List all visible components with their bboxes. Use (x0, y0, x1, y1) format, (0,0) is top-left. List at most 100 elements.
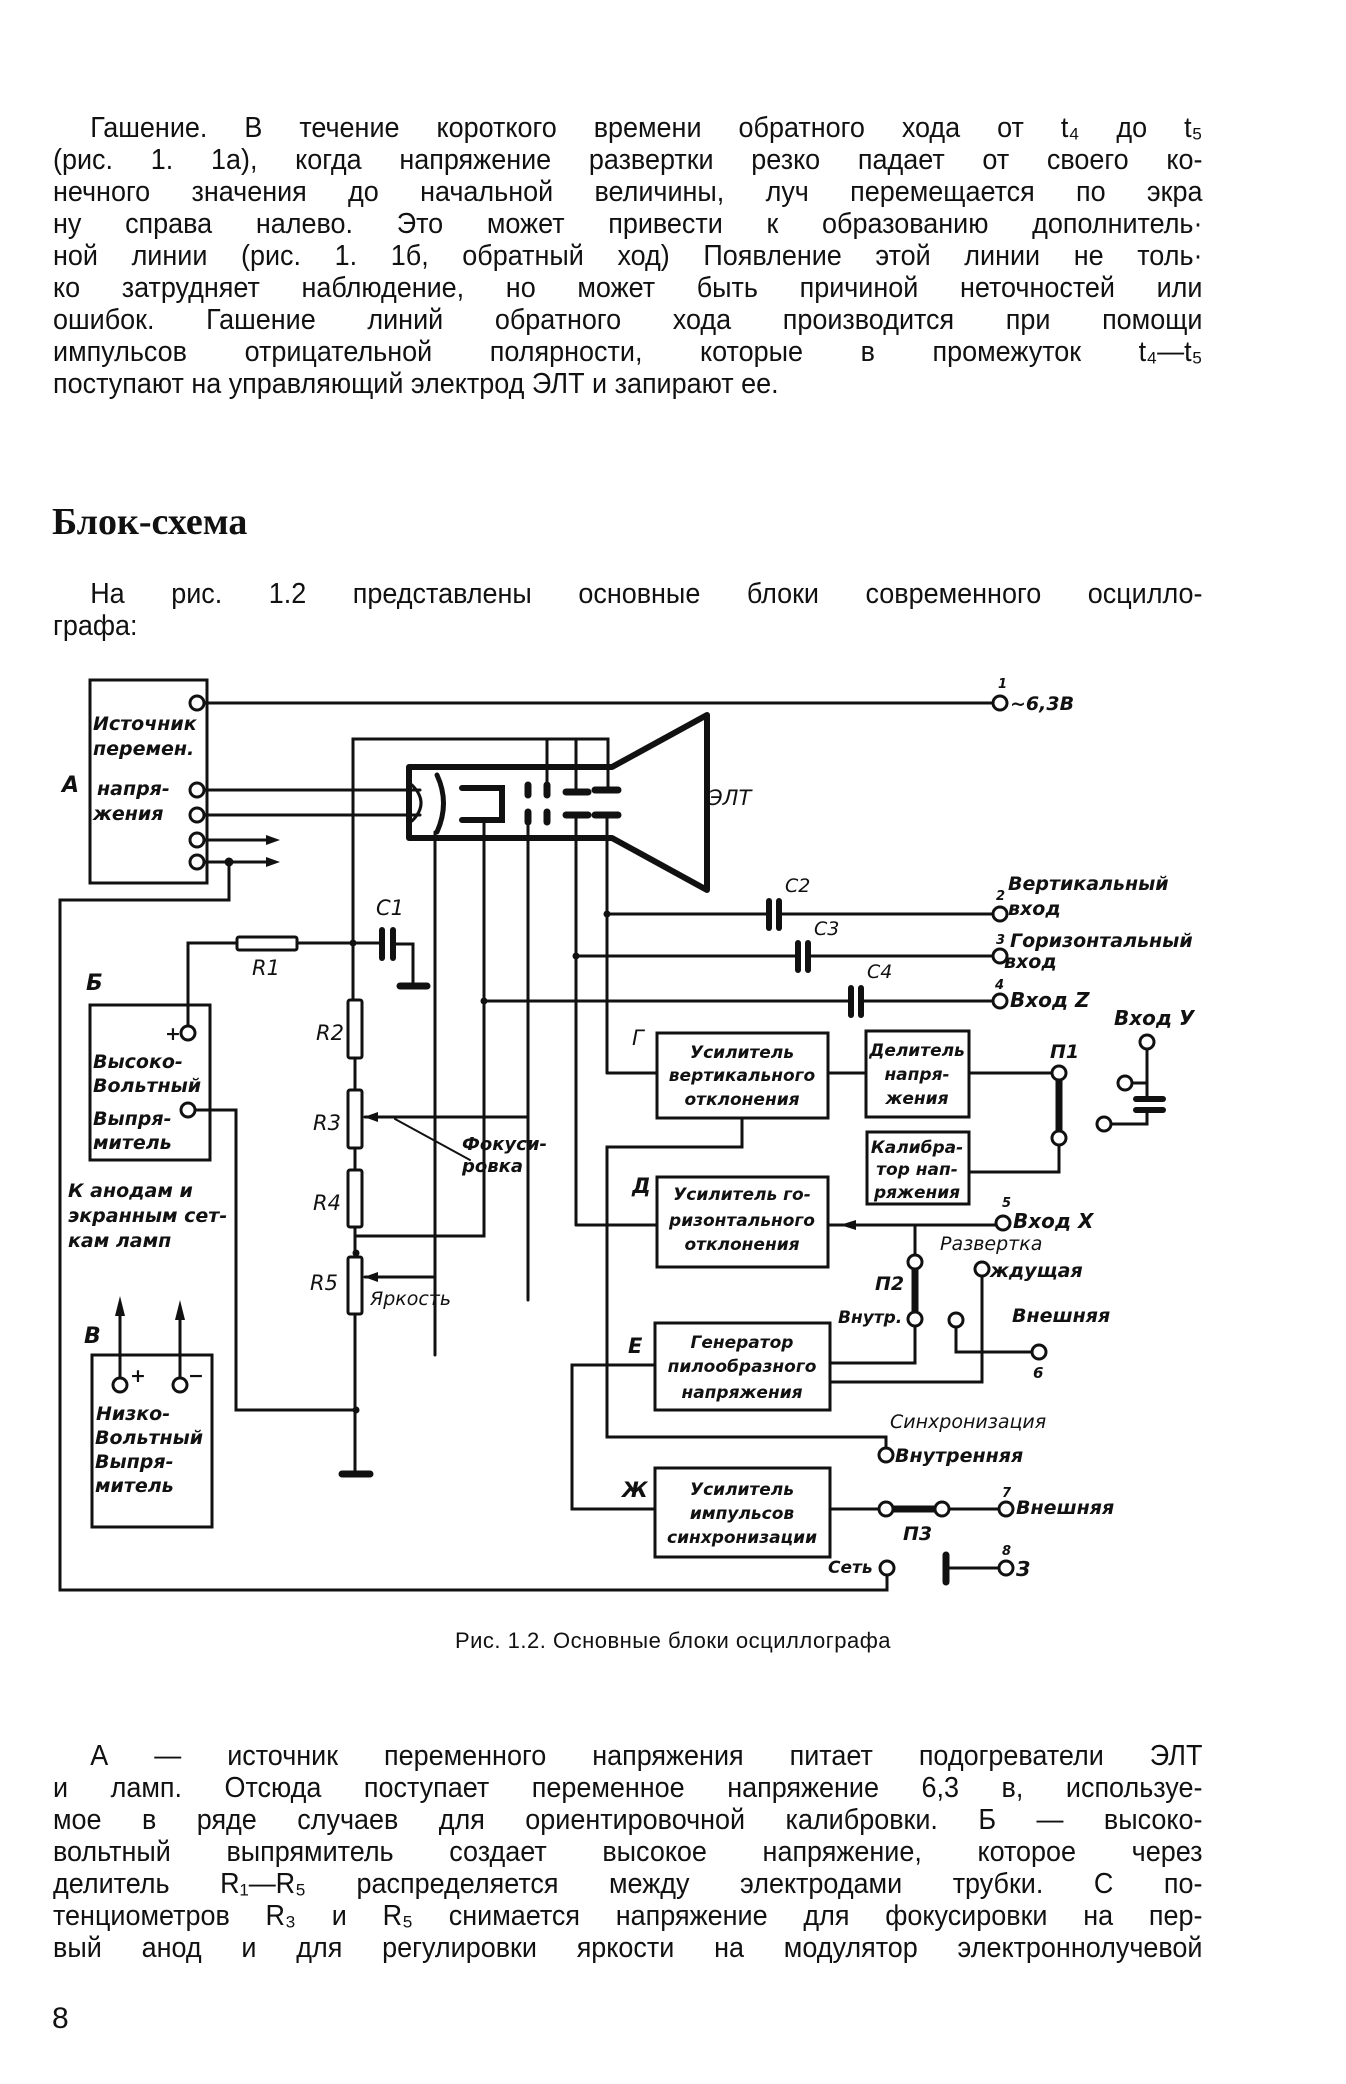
vert-input-label: вход (1008, 898, 1061, 920)
heater-voltage-label: ~6,3В (1010, 693, 1074, 715)
block-g-label: вертикального (669, 1066, 816, 1086)
calibrator-label: ряжения (873, 1183, 960, 1203)
bottom-paragraph: А — источник переменного напряжения пита… (53, 1740, 1202, 1964)
c2-label: C2 (785, 875, 810, 897)
sweep-label: Развертка (940, 1233, 1042, 1255)
wire (605, 1116, 888, 1450)
terminal-number: 5 (1002, 1196, 1011, 1211)
paragraph-line: ной линии (рис. 1. 1б, обратный ход) Поя… (53, 240, 1203, 272)
paragraph-line: нечного значения до начальной величины, … (53, 176, 1203, 208)
external2-label: Внешняя (1016, 1497, 1114, 1519)
terminal-number: 8 (1002, 1544, 1011, 1559)
paragraph-line: На рис. 1.2 представлены основные блоки … (90, 578, 1203, 610)
switch-p3-terminal[interactable] (877, 1500, 895, 1518)
block-zh (653, 1466, 832, 1559)
figure-caption: Рис. 1.2. Основные блоки осциллографа (454, 1628, 892, 1653)
block-b-label: митель (93, 1132, 172, 1154)
terminal-input-y-ac[interactable] (1095, 1115, 1113, 1133)
terminal-waiting[interactable] (973, 1260, 991, 1278)
terminal-mains[interactable] (878, 1559, 896, 1577)
block-d-label: Усилитель го- (673, 1185, 811, 1205)
block-a (88, 678, 209, 885)
r4-label: R4 (313, 1191, 341, 1215)
wire-r4-anode (353, 999, 486, 1238)
divider-label: напря- (884, 1065, 949, 1085)
resistor-r5 (346, 1255, 364, 1316)
horiz-input-label: вход (1004, 951, 1057, 973)
switch-p1-terminal[interactable] (1050, 1129, 1068, 1147)
paragraph-line: ну справа налево. Это может привести к о… (53, 208, 1203, 240)
terminal-5[interactable] (994, 1214, 1012, 1232)
terminal-8[interactable] (997, 1559, 1015, 1577)
block-d-label: ризонтального (668, 1211, 815, 1231)
block-zh-label: импульсов (690, 1504, 795, 1524)
block-v-letter: В (84, 1324, 101, 1349)
terminal-sync-ext[interactable] (947, 1311, 965, 1329)
r5-label: R5 (310, 1271, 338, 1295)
paragraph-line: вый анод и для регулировки яркости на мо… (53, 1932, 1203, 1964)
block-v-label: митель (95, 1475, 174, 1497)
focus-label: Фокуси- (462, 1134, 547, 1155)
block-b (88, 1003, 212, 1162)
anodes-label: экранным сет- (68, 1205, 227, 1227)
arrow-icon (364, 1272, 378, 1282)
p2-label: П2 (875, 1273, 904, 1295)
rail-top (351, 737, 610, 1002)
top-paragraph: Гашение. В течение короткого времени обр… (53, 112, 1202, 400)
block-a-label: напря- (97, 778, 170, 800)
junction (224, 857, 234, 867)
block-zh-label: синхронизации (667, 1528, 817, 1548)
minus-sign: − (188, 1365, 204, 1387)
block-g-letter: Г (632, 1026, 646, 1050)
block-d-label: отклонения (684, 1235, 799, 1255)
paragraph-line: делитель R₁—R₅ распределяется между элек… (53, 1868, 1203, 1900)
wire-b-plus (186, 941, 239, 1028)
section-heading: Блок-схема (52, 501, 248, 543)
wire (967, 1143, 1061, 1174)
switch-p3-terminal[interactable] (933, 1500, 951, 1518)
paragraph-line: ошибок. Гашение линий обратного хода про… (53, 304, 1203, 336)
switch-p2-terminal[interactable] (906, 1253, 924, 1271)
block-g-label: отклонения (684, 1090, 799, 1110)
terminal-b-minus (179, 1101, 197, 1119)
crt-neck (406, 712, 710, 893)
resistor-r1 (235, 935, 299, 952)
block-v-label: Низко- (96, 1403, 170, 1425)
internal-label: Внутренняя (895, 1445, 1023, 1467)
terminal-v-plus (111, 1376, 129, 1394)
terminal-sync-int[interactable] (877, 1446, 895, 1464)
c4-label: C4 (867, 961, 892, 983)
switch-p1-terminal[interactable] (1050, 1064, 1068, 1082)
terminal-number: 7 (1002, 1486, 1012, 1501)
paragraph-line: мое в ряде случаев для ориентировочной к… (53, 1804, 1203, 1836)
terminal-input-y[interactable] (1138, 1033, 1156, 1051)
block-d-letter: Д (631, 1174, 651, 1198)
block-b-label: Высоко- (93, 1051, 183, 1073)
terminal-7[interactable] (997, 1500, 1015, 1518)
switch-p2-terminal[interactable] (906, 1310, 924, 1328)
crt-modulator (434, 772, 446, 835)
wire (570, 1363, 657, 1511)
resistor-r4 (346, 1168, 364, 1229)
paragraph-line: ко затрудняет наблюдение, но может быть … (53, 272, 1203, 304)
block-v-label: Вольтный (95, 1427, 203, 1449)
paragraph-line: тенциометров R₃ и R₅ снимается напряжени… (53, 1900, 1203, 1932)
arrow-icon (364, 1112, 378, 1122)
input-x-label: Вход Х (1013, 1209, 1095, 1233)
input-y-label: Вход У (1114, 1006, 1196, 1030)
sync-label: Синхронизация (890, 1411, 1046, 1433)
wire-b-minus (194, 1108, 357, 1412)
mains-wire (58, 860, 889, 1592)
vert-input-label: Вертикальный (1008, 873, 1169, 895)
block-v (90, 1353, 214, 1529)
input-z-label: Вход Z (1010, 988, 1090, 1012)
paragraph-line: Гашение. В течение короткого времени обр… (90, 112, 1203, 144)
terminal-number: 3 (996, 933, 1005, 948)
anodes-label: К анодам и (68, 1180, 193, 1202)
horiz-input-label: Горизонтальный (1010, 930, 1193, 952)
c3-label: C3 (814, 918, 839, 940)
terminal-input-y-dc[interactable] (1116, 1074, 1134, 1092)
terminal-6[interactable] (1030, 1343, 1048, 1361)
paragraph-line: А — источник переменного напряжения пита… (90, 1740, 1203, 1772)
block-a-label: жения (92, 803, 163, 825)
